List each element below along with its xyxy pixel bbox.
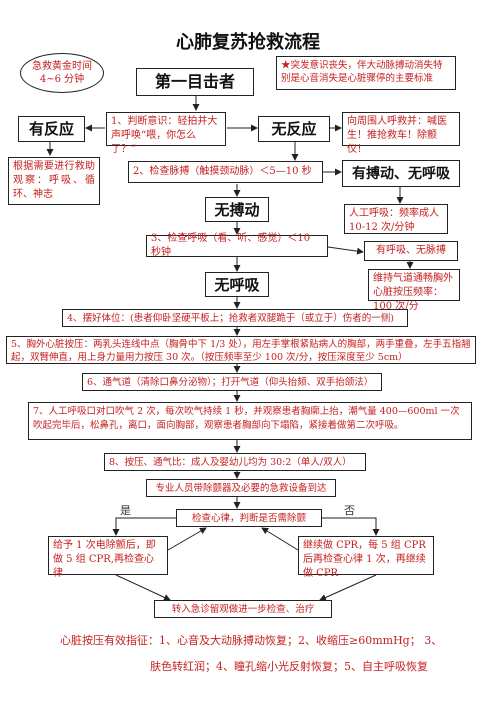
first-witness-box: 第一目击者 (136, 68, 254, 96)
no-label: 否 (344, 504, 355, 517)
no-breathing-box: 无呼吸 (205, 272, 269, 297)
footer-line1: 心脏按压有效指征：1、心音及大动脉搏动恢复；2、收缩压≥60mmHg； 3、 (60, 634, 443, 647)
diagnosis-note: ★突发意识丧失，伴大动脉搏动消失特别是心音消失是心脏骤停的主要标准 (276, 56, 456, 90)
page-title: 心肺复苏抢救流程 (176, 32, 320, 53)
step1-box: 1、判断意识：轻拍并大声呼唤“喂，你怎么了？” (106, 112, 226, 155)
rescue-breathing-box: 人工呼吸：频率成人 10-12 次/分钟 (344, 204, 448, 234)
step4-box: 4、摆好体位：(患者仰卧坚硬平板上；抢救者双腿跪于（或立于）伤者的一侧) (62, 309, 408, 327)
continue-cpr-box: 继续做 CPR，每 5 组 CPR 后再检查心律 1 次，再继续做 CPR (298, 536, 434, 579)
transfer-box: 转入急诊留观做进一步检查、治疗 (154, 600, 332, 618)
step2-box: 2、检查脉搏（触摸颈动脉）＜5—10 秒 (128, 161, 323, 183)
step8-box: 8、按压、通气比：成人及婴幼儿均为 30:2（单人/双人） (104, 453, 366, 471)
step7-box: 7、人工呼吸口对口吹气 2 次，每次吹气持续 1 秒，并观察患者胸廓上抬，潮气量… (28, 402, 472, 440)
airway-compress-box: 维持气道通畅胸外心脏按压频率：100 次/分 (368, 269, 460, 312)
no-pulse-box: 无搏动 (205, 197, 269, 222)
golden-time-oval: 急救黄金时间 4~6 分钟 (20, 53, 104, 93)
shock-box: 给予 1 次电除颤后，即做 5 组 CPR,再检查心律 (48, 536, 168, 579)
step5-box: 5、胸外心脏按压：两乳头连线中点（胸骨中下 1/3 处），用左手掌根紧贴病人的胸… (6, 336, 476, 364)
step3-box: 3、检查呼吸（看、听、感觉）＜10 秒钟 (146, 233, 328, 258)
check-rhythm-box: 检查心律，判断是否需除颤 (176, 509, 322, 527)
breath-no-pulse-box: 有呼吸、无脉搏 (364, 241, 458, 261)
yes-label: 是 (120, 504, 131, 517)
step6-box: 6、通气道（清除口鼻分泌物）；打开气道（仰头抬颏、双手抬颌法） (82, 373, 382, 391)
unresponsive-box: 无反应 (258, 116, 330, 142)
pulse-no-breath-box: 有搏动、无呼吸 (342, 160, 460, 187)
responsive-box: 有反应 (18, 116, 85, 142)
footer-line2: 肤色转红润；4、瞳孔缩小光反射恢复；5、自主呼吸恢复 (150, 660, 428, 673)
staff-arrive-box: 专业人员带除颤器及必要的急救设备到达 (146, 479, 336, 497)
call-help-box: 向周围人呼救并：喊医生！推抢救车！除颤仪！ (342, 112, 460, 155)
observe-box: 根据需要进行救助观察：呼吸、循环、神志 (8, 157, 100, 205)
